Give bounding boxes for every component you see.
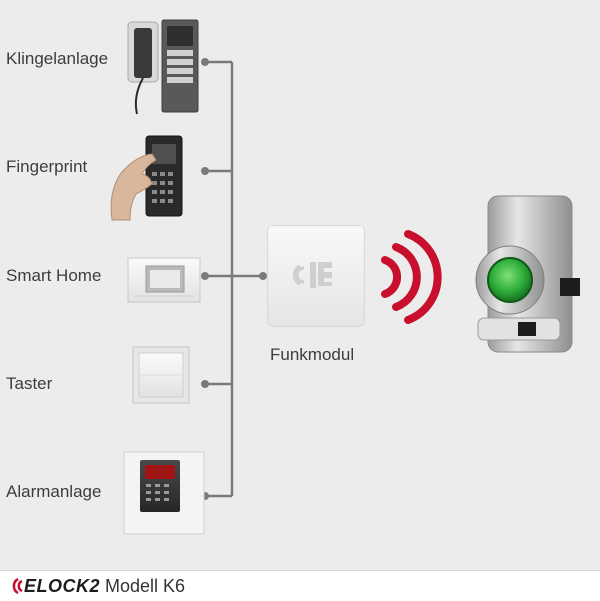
signal-arc-2 xyxy=(392,243,421,311)
diagram-svg xyxy=(110,19,580,535)
connection-lines xyxy=(206,60,264,498)
fingerprint-reader-icon xyxy=(110,135,183,221)
connector-dots xyxy=(201,58,267,500)
model-name: Modell K6 xyxy=(105,576,186,596)
footer-bar: ELOCK2 Modell K6 xyxy=(0,570,600,601)
label-alarmanlage: Alarmanlage xyxy=(6,482,102,501)
label-klingelanlage: Klingelanlage xyxy=(6,49,109,68)
dot-module xyxy=(259,272,267,280)
intercom-icon xyxy=(127,19,199,115)
brand-logo: ELOCK2 xyxy=(8,576,100,596)
label-fingerprint: Fingerprint xyxy=(6,157,88,176)
dot-klingelanlage xyxy=(201,58,209,66)
wireless-signal-icon xyxy=(381,230,442,324)
radio-module-icon xyxy=(267,225,365,327)
smart-home-panel-icon xyxy=(127,257,201,303)
elock2-lock-icon xyxy=(475,195,580,353)
push-button-icon xyxy=(132,346,190,404)
brand-mark-icon xyxy=(12,577,23,595)
brand-name: ELOCK2 xyxy=(24,575,101,596)
label-smarthome: Smart Home xyxy=(6,266,102,285)
dot-taster xyxy=(201,380,209,388)
signal-arc-3 xyxy=(404,230,442,324)
dot-fingerprint xyxy=(201,167,209,175)
alarm-keypad-icon xyxy=(123,451,205,535)
label-funkmodul: Funkmodul xyxy=(270,345,355,364)
signal-arc-1 xyxy=(381,256,402,298)
label-taster: Taster xyxy=(6,374,53,393)
dot-smarthome xyxy=(201,272,209,280)
